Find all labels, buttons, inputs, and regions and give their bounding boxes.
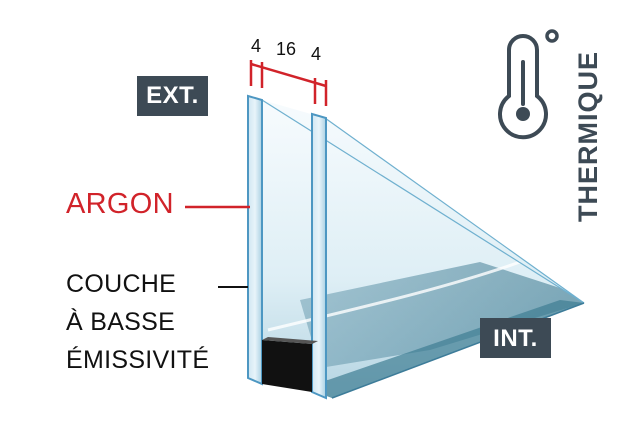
thermometer-body bbox=[498, 34, 548, 140]
dimension-markers bbox=[249, 60, 328, 106]
inner-glass-pane bbox=[311, 112, 327, 400]
spacer-bar-top bbox=[262, 337, 318, 344]
dim-line bbox=[250, 62, 327, 88]
coating-label-line-3: ÉMISSIVITÉ bbox=[66, 346, 210, 374]
glass-lower-sheen bbox=[300, 262, 584, 368]
exterior-badge: EXT. bbox=[137, 76, 208, 116]
spacer-bar bbox=[262, 340, 312, 392]
dimension-outer-pane: 4 bbox=[251, 36, 262, 56]
interior-badge: INT. bbox=[480, 318, 551, 358]
thermometer-icon bbox=[498, 29, 559, 140]
dimension-gap: 16 bbox=[276, 39, 297, 59]
coating-label-line-1: COUCHE bbox=[66, 270, 177, 298]
category-label: THERMIQUE bbox=[573, 51, 603, 222]
thermometer-bulb bbox=[516, 107, 530, 121]
low-e-coating-sheen bbox=[267, 260, 521, 332]
top-edge-inner bbox=[324, 117, 585, 304]
coating-label-line-2: À BASSE bbox=[66, 308, 176, 336]
degree-symbol bbox=[545, 29, 559, 43]
argon-label: ARGON bbox=[66, 188, 174, 220]
dimension-inner-pane: 4 bbox=[311, 44, 322, 64]
outer-glass-pane bbox=[247, 94, 263, 386]
